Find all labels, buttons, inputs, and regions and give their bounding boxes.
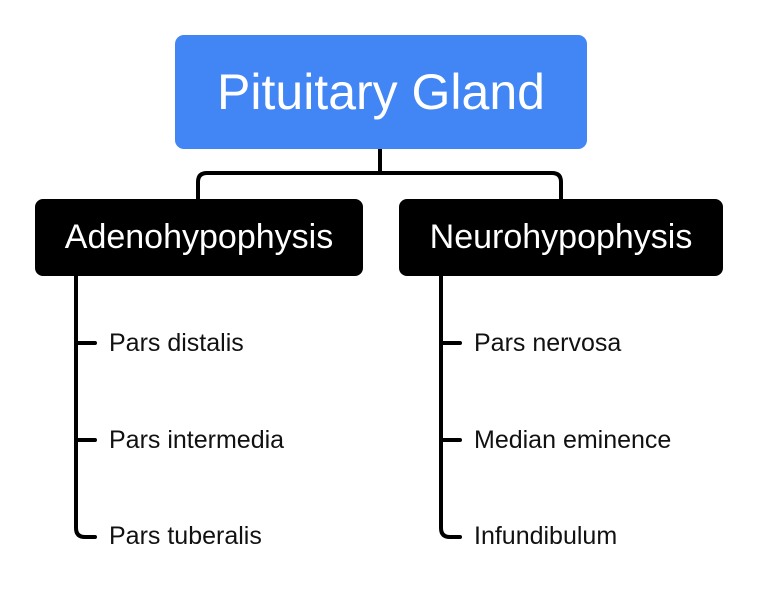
branch-node-label: Adenohypophysis — [64, 218, 334, 256]
leaf-pars-nervosa: Pars nervosa — [474, 329, 622, 357]
leaf-median-eminence: Median eminence — [474, 426, 672, 454]
leaf-pars-intermedia: Pars intermedia — [109, 426, 285, 454]
branch-node-adenohypophysis: Adenohypophysis — [35, 199, 363, 276]
leaf-pars-tuberalis: Pars tuberalis — [109, 522, 262, 550]
root-connector — [196, 147, 563, 201]
leaf-pars-distalis: Pars distalis — [109, 329, 244, 357]
root-node-pituitary-gland: Pituitary Gland — [175, 35, 587, 149]
branch-node-label: Neurohypophysis — [429, 218, 693, 256]
right-branch-connector — [439, 274, 462, 539]
left-branch-connector — [74, 274, 97, 539]
root-node-label: Pituitary Gland — [217, 64, 545, 120]
branch-node-neurohypophysis: Neurohypophysis — [399, 199, 723, 276]
leaf-infundibulum: Infundibulum — [474, 522, 618, 550]
